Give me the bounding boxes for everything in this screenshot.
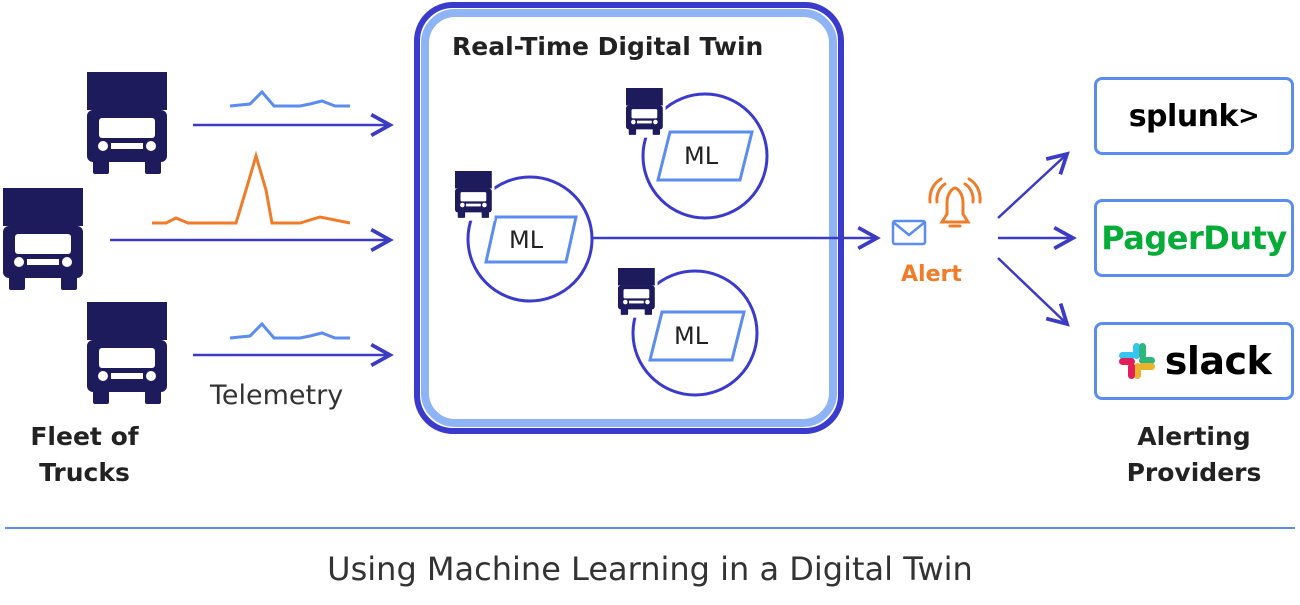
fleet-label-line1: Fleet of xyxy=(30,422,139,451)
ml-label-bottom: ML xyxy=(674,322,709,350)
truck-icon-1 xyxy=(87,72,167,174)
splunk-provider-card[interactable]: splunk> xyxy=(1094,77,1294,155)
twin-title: Real-Time Digital Twin xyxy=(452,32,764,61)
telemetry-signal-3 xyxy=(229,321,350,340)
ml-label-top: ML xyxy=(684,142,719,170)
twin-truck-icon-middle xyxy=(452,168,495,221)
ml-model-shape-bottom xyxy=(648,310,746,362)
ml-model-shape-top xyxy=(656,130,754,182)
provider-arrow-slack xyxy=(997,257,1070,327)
telemetry-signal-spike xyxy=(152,150,351,225)
truck-icon-3 xyxy=(87,302,167,404)
fleet-label-line2: Trucks xyxy=(39,458,130,487)
slack-logo-icon xyxy=(1118,343,1155,379)
telemetry-signal-1 xyxy=(229,89,350,108)
splunk-logo-text: splunk xyxy=(1128,98,1239,134)
provider-arrow-splunk xyxy=(997,151,1070,219)
bell-alarm-icon xyxy=(928,177,982,228)
telemetry-label: Telemetry xyxy=(210,380,344,411)
pagerduty-logo-text: PagerDuty xyxy=(1101,219,1287,257)
providers-label-line1: Alerting xyxy=(1137,422,1251,451)
pagerduty-provider-card[interactable]: PagerDuty xyxy=(1094,199,1294,277)
twin-circle-bottom xyxy=(631,269,759,397)
ml-label-middle: ML xyxy=(509,226,544,254)
providers-label-line2: Providers xyxy=(1126,458,1262,487)
truck-icon-2 xyxy=(3,188,83,290)
email-icon xyxy=(891,219,927,246)
alert-label: Alert xyxy=(901,262,962,287)
diagram-caption: Using Machine Learning in a Digital Twin xyxy=(327,550,973,588)
slack-provider-card[interactable]: slack xyxy=(1094,322,1294,400)
slack-logo-text: slack xyxy=(1164,339,1272,383)
twin-truck-icon-top xyxy=(623,85,666,138)
twin-circle-top xyxy=(641,92,769,220)
ml-model-shape-middle xyxy=(484,215,578,264)
twin-truck-icon-bottom xyxy=(615,265,658,318)
digital-twin-inner-frame xyxy=(421,9,837,427)
splunk-logo-mark: > xyxy=(1237,101,1260,131)
